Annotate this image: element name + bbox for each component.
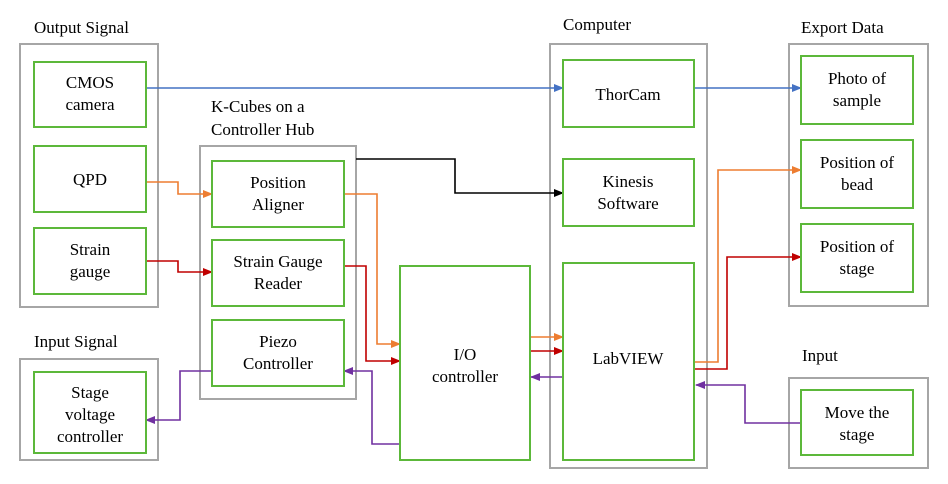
group-input-signal: [19, 358, 159, 461]
connector-aligner-to-io: [344, 193, 401, 348]
connector-piezo-to-stage-voltage: [145, 370, 212, 424]
group-title-kcubes-line1: K-Cubes on a: [211, 97, 305, 116]
group-title-export-data: Export Data: [801, 18, 884, 37]
node-io-controller-line2: controller: [432, 367, 498, 386]
svg-text:ThorCam: ThorCam: [595, 85, 660, 104]
group-title-input-signal: Input Signal: [34, 332, 118, 351]
connector-hub-to-kinesis: [356, 158, 564, 197]
connector-labview-to-bead: [694, 166, 802, 363]
node-strain-gauge: Strain gauge: [33, 227, 147, 295]
connector-move-to-labview: [695, 381, 801, 424]
connector-qpd-to-aligner: [146, 181, 213, 198]
svg-text:LabVIEW: LabVIEW: [593, 349, 665, 368]
node-cmos-camera-line1: CMOS: [66, 73, 114, 92]
node-stage-voltage-controller: Stage voltage controller: [33, 371, 147, 454]
node-thorcam-label: ThorCam: [595, 85, 660, 104]
node-piezo-controller-line2: Controller: [243, 354, 313, 373]
node-labview-label: LabVIEW: [593, 349, 665, 368]
node-io-controller: I/O controller: [399, 265, 531, 461]
group-computer: [549, 43, 708, 469]
svg-text:QPD: QPD: [73, 170, 107, 189]
node-position-of-stage: Position of stage: [800, 223, 914, 293]
connector-labview-to-stage-position: [694, 253, 802, 370]
node-position-aligner-line1: Position: [250, 173, 306, 192]
node-move-the-stage: Move the stage: [800, 389, 914, 456]
node-piezo-controller-line1: Piezo: [259, 332, 297, 351]
node-strain-gauge-line1: Strain: [70, 240, 111, 259]
node-stage-voltage-controller-line3: controller: [57, 427, 123, 446]
group-title-kcubes: K-Cubes on a Controller Hub: [211, 97, 314, 139]
node-labview: LabVIEW: [562, 262, 695, 461]
group-title-input: Input: [802, 346, 838, 365]
node-position-of-stage-line1: Position of: [820, 237, 894, 256]
node-cmos-camera-line2: camera: [65, 95, 115, 114]
node-stage-voltage-controller-line2: voltage: [65, 405, 115, 424]
node-kinesis-software-line1: Kinesis: [603, 172, 654, 191]
node-position-of-bead-line1: Position of: [820, 153, 894, 172]
connector-io-to-piezo: [343, 367, 400, 445]
node-qpd: QPD: [33, 145, 147, 213]
connector-reader-to-io: [344, 265, 401, 365]
node-move-the-stage-line1: Move the: [825, 403, 890, 422]
node-strain-gauge-reader-line1: Strain Gauge: [233, 252, 322, 271]
group-export-data: [788, 43, 929, 307]
node-strain-gauge-reader-line2: Reader: [254, 274, 302, 293]
node-photo-of-sample-line1: Photo of: [828, 69, 886, 88]
node-position-of-bead: Position of bead: [800, 139, 914, 209]
node-strain-gauge-line2: gauge: [70, 262, 111, 281]
node-thorcam: ThorCam: [562, 59, 695, 128]
node-photo-of-sample-line2: sample: [833, 91, 881, 110]
group-title-kcubes-line2: Controller Hub: [211, 120, 314, 139]
node-position-aligner-line2: Aligner: [252, 195, 304, 214]
node-position-of-stage-line2: stage: [840, 259, 875, 278]
connector-strain-to-reader: [146, 260, 213, 276]
node-cmos-camera: CMOS camera: [33, 61, 147, 128]
node-stage-voltage-controller-line1: Stage: [71, 383, 109, 402]
node-kinesis-software-line2: Software: [597, 194, 658, 213]
group-output-signal: [19, 43, 159, 308]
node-qpd-label: QPD: [73, 170, 107, 189]
node-position-of-bead-line2: bead: [841, 175, 874, 194]
group-title-computer: Computer: [563, 15, 631, 34]
node-move-the-stage-line2: stage: [840, 425, 875, 444]
node-photo-of-sample: Photo of sample: [800, 55, 914, 125]
node-io-controller-line1: I/O: [454, 345, 477, 364]
group-title-output-signal: Output Signal: [34, 18, 129, 37]
